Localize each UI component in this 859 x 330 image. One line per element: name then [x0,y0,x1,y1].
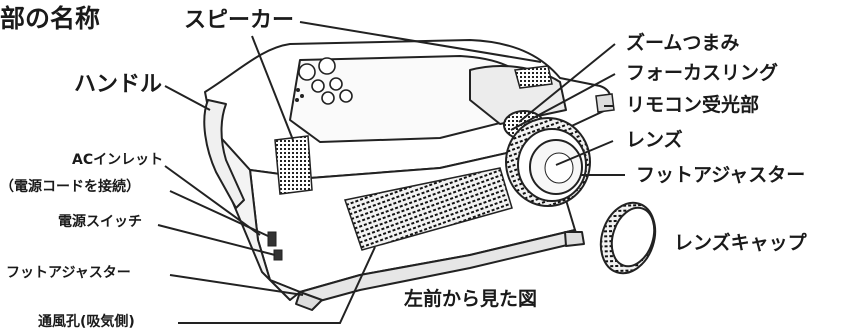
label-focus-ring: フォーカスリング [626,62,779,84]
lens-assembly [503,110,591,207]
remote-receiver-window [595,93,615,113]
label-handle: ハンドル [74,72,163,97]
label-ac-inlet-note: （電源コードを接続） [0,179,140,195]
label-power-switch: 電源スイッチ [58,214,142,230]
label-foot-adjuster-right: フットアジャスター [636,164,806,186]
label-remote-receiver: リモコン受光部 [626,94,760,116]
intake-vent-grill [344,167,513,251]
control-buttons [298,57,353,105]
page-heading-fragment: 部の名称 [0,4,101,33]
label-zoom-knob: ズームつまみ [626,32,740,54]
leader-lines [157,21,625,324]
caption-front-left-view: 左前から見た図 [404,288,538,310]
side-connectors [267,231,283,261]
label-vent: 通風孔(吸気側) [38,314,135,330]
label-ac-inlet: ACインレット [72,152,164,168]
lens-cap [599,201,657,275]
top-vent-grill [514,65,553,89]
speaker-grill [274,135,313,195]
label-lens-cap: レンズキャップ [674,232,807,254]
label-foot-adjuster-left: フットアジャスター [6,265,131,281]
label-speaker: スピーカー [184,8,295,33]
label-lens: レンズ [626,129,683,151]
